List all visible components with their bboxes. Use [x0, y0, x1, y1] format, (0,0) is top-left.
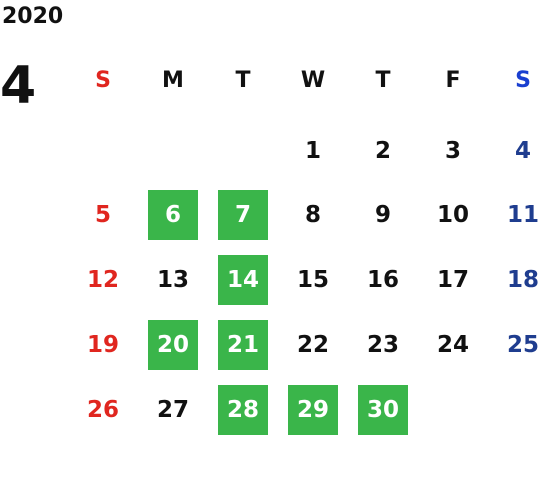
- calendar-day[interactable]: 5: [94, 202, 111, 228]
- calendar-month: 4: [0, 56, 37, 116]
- calendar-day[interactable]: 15: [296, 267, 329, 293]
- calendar-day[interactable]: 20: [148, 320, 198, 370]
- weekday-header-thu: T: [375, 68, 391, 93]
- calendar-day[interactable]: 7: [218, 190, 268, 240]
- calendar-day[interactable]: 11: [506, 202, 539, 228]
- calendar-day[interactable]: 28: [218, 385, 268, 435]
- calendar-year: 2020: [2, 4, 64, 29]
- weekday-header-fri: F: [445, 68, 461, 93]
- weekday-header-tue: T: [235, 68, 251, 93]
- calendar-day[interactable]: 17: [436, 267, 469, 293]
- calendar-day[interactable]: 21: [218, 320, 268, 370]
- calendar-day[interactable]: 12: [86, 267, 119, 293]
- calendar-day[interactable]: 9: [374, 202, 391, 228]
- calendar-day[interactable]: 24: [436, 332, 469, 358]
- calendar-day[interactable]: 22: [296, 332, 329, 358]
- weekday-header-sun: S: [95, 68, 111, 93]
- calendar-day[interactable]: 26: [86, 397, 119, 423]
- calendar-day[interactable]: 29: [288, 385, 338, 435]
- calendar-day[interactable]: 18: [506, 267, 539, 293]
- calendar-day[interactable]: 30: [358, 385, 408, 435]
- calendar-day[interactable]: 10: [436, 202, 469, 228]
- calendar-day[interactable]: 27: [156, 397, 189, 423]
- weekday-header-wed: W: [300, 68, 326, 93]
- calendar-day[interactable]: 8: [304, 202, 321, 228]
- calendar-day[interactable]: 23: [366, 332, 399, 358]
- calendar-day[interactable]: 16: [366, 267, 399, 293]
- weekday-header-mon: M: [162, 68, 184, 93]
- calendar-day[interactable]: 19: [86, 332, 119, 358]
- weekday-header-sat: S: [515, 68, 531, 93]
- calendar-day[interactable]: 3: [444, 138, 461, 164]
- calendar-day[interactable]: 1: [304, 138, 321, 164]
- calendar-day[interactable]: 4: [514, 138, 531, 164]
- calendar-day[interactable]: 14: [218, 255, 268, 305]
- calendar-day[interactable]: 6: [148, 190, 198, 240]
- calendar-day[interactable]: 25: [506, 332, 539, 358]
- calendar-day[interactable]: 2: [374, 138, 391, 164]
- calendar-day[interactable]: 13: [156, 267, 189, 293]
